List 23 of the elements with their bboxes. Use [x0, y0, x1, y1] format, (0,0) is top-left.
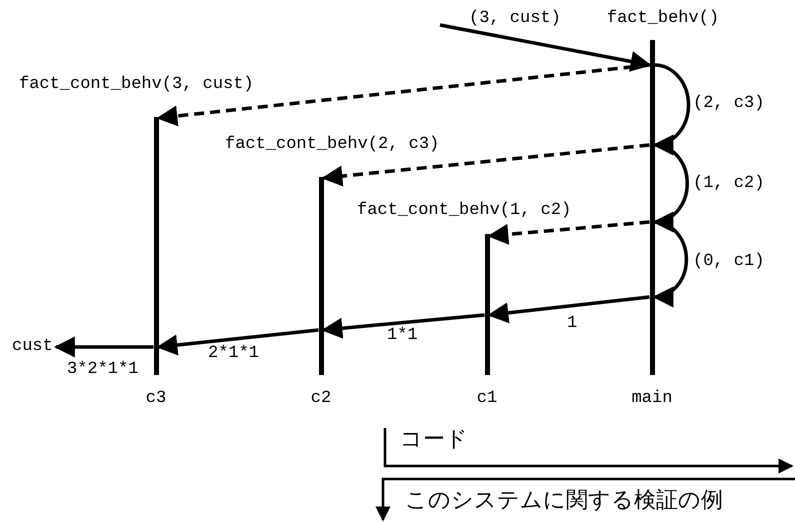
arrow — [156, 63, 650, 126]
arrow — [440, 23, 652, 72]
lifeline-label: c1 — [476, 390, 498, 407]
lifeline — [154, 117, 158, 375]
arrow — [487, 295, 650, 324]
arrow — [54, 336, 154, 358]
arrow — [156, 328, 319, 356]
lifeline-label: fact_behv() — [606, 10, 720, 27]
arrow — [487, 220, 650, 245]
axis-label: このシステムに関する検証の例 — [405, 489, 723, 511]
arrow — [321, 313, 485, 339]
lifeline — [650, 40, 654, 375]
arrow — [652, 143, 689, 232]
lifeline-label: main — [632, 390, 672, 407]
text-label: cust — [12, 338, 53, 355]
lifeline — [318, 177, 324, 375]
axis-label: コード — [400, 428, 468, 450]
lifeline-label: c3 — [146, 390, 166, 407]
lifeline-label: c2 — [310, 390, 332, 407]
lifeline — [484, 234, 490, 375]
arrow — [321, 143, 650, 187]
arrow — [652, 63, 690, 154]
arrow — [652, 220, 688, 306]
